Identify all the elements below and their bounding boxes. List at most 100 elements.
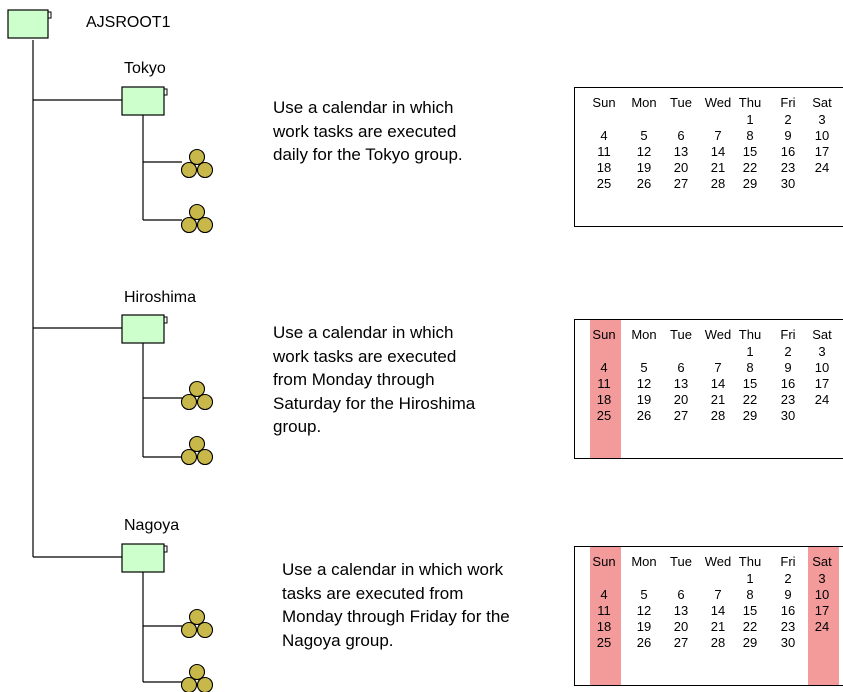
description-hiroshima: Use a calendar in which work tasks are e… — [273, 323, 476, 436]
calendar-day: 23 — [780, 619, 796, 634]
calendar-day: 16 — [780, 603, 796, 618]
jobnet-group-icon[interactable] — [121, 314, 168, 344]
calendar-day: 12 — [636, 603, 652, 618]
calendar-day: 28 — [710, 176, 726, 191]
weekday-header: Fri — [780, 554, 796, 569]
calendar-day: 30 — [780, 408, 796, 423]
group-label-nagoya: Nagoya — [124, 517, 180, 534]
calendar-day: 30 — [780, 176, 796, 191]
job-circles-icon[interactable] — [180, 608, 214, 639]
calendar-day: 25 — [596, 635, 612, 650]
calendar-day: 2 — [784, 112, 792, 127]
calendar-day: 13 — [673, 144, 689, 159]
jobnet-group-icon[interactable] — [121, 86, 168, 116]
calendar-day: 21 — [710, 392, 726, 407]
calendar-day: 3 — [818, 571, 826, 586]
weekday-header: Wed — [704, 554, 732, 569]
weekday-header: Thu — [738, 327, 762, 342]
description-tokyo: Use a calendar in which work tasks are e… — [273, 98, 463, 164]
calendar-day: 7 — [714, 360, 722, 375]
calendar-day: 14 — [710, 376, 726, 391]
calendar-day: 1 — [746, 112, 754, 127]
calendar-day: 3 — [818, 112, 826, 127]
calendar-day: 17 — [814, 376, 830, 391]
calendar-day: 29 — [742, 408, 758, 423]
calendar-day: 14 — [710, 144, 726, 159]
calendar-day: 4 — [600, 128, 608, 143]
weekday-header: Mon — [631, 554, 657, 569]
calendar-day: 19 — [636, 392, 652, 407]
calendar-day: 17 — [814, 603, 830, 618]
calendar-day: 11 — [597, 144, 611, 159]
job-circles-icon[interactable] — [180, 435, 214, 466]
calendar-day: 13 — [673, 603, 689, 618]
calendar-day: 18 — [596, 392, 612, 407]
jobnet-group-icon[interactable] — [121, 543, 168, 573]
calendar-day: 20 — [673, 160, 689, 175]
calendar-day: 29 — [742, 635, 758, 650]
jobnet-group-icon[interactable] — [7, 9, 52, 39]
calendar-day: 5 — [640, 360, 648, 375]
calendar-day: 5 — [640, 128, 648, 143]
calendar-day: 18 — [596, 619, 612, 634]
calendar-day: 10 — [814, 360, 830, 375]
calendar-day: 7 — [714, 587, 722, 602]
weekday-header: Sun — [592, 95, 616, 110]
closed-day-highlight — [590, 320, 621, 458]
calendar-day: 24 — [814, 392, 830, 407]
calendar-day: 25 — [596, 176, 612, 191]
calendar-day: 12 — [636, 376, 652, 391]
calendar-day: 7 — [714, 128, 722, 143]
calendar-day: 2 — [784, 344, 792, 359]
weekday-header: Tue — [670, 95, 692, 110]
calendar-day: 1 — [746, 344, 754, 359]
calendar-day: 26 — [636, 635, 652, 650]
calendar-day: 28 — [710, 408, 726, 423]
calendar-day: 22 — [742, 160, 758, 175]
weekday-header: Fri — [780, 327, 796, 342]
root-label: AJSROOT1 — [86, 14, 171, 31]
description-nagoya: Use a calendar in which work tasks are e… — [282, 560, 510, 650]
calendar-day: 24 — [814, 619, 830, 634]
calendar-day: 2 — [784, 571, 792, 586]
calendar-day: 3 — [818, 344, 826, 359]
group-label-hiroshima: Hiroshima — [124, 289, 197, 306]
calendar-day: 27 — [673, 635, 689, 650]
calendar-day: 27 — [673, 408, 689, 423]
calendar-day: 23 — [780, 160, 796, 175]
calendar-day: 21 — [710, 160, 726, 175]
job-circles-icon[interactable] — [180, 148, 214, 179]
group-label-tokyo: Tokyo — [124, 60, 166, 77]
calendar-day: 15 — [742, 603, 758, 618]
calendar-day: 26 — [636, 176, 652, 191]
calendar-day: 6 — [677, 587, 685, 602]
calendar-day: 6 — [677, 128, 685, 143]
calendar-day: 26 — [636, 408, 652, 423]
calendar-day: 16 — [780, 144, 796, 159]
job-circles-icon[interactable] — [180, 203, 214, 234]
weekday-header: Mon — [631, 327, 657, 342]
calendar-day: 6 — [677, 360, 685, 375]
calendar-day: 9 — [784, 128, 792, 143]
calendar-day: 17 — [814, 144, 830, 159]
job-circles-icon[interactable] — [180, 663, 214, 692]
calendar-day: 8 — [746, 360, 754, 375]
calendar-day: 21 — [710, 619, 726, 634]
weekday-header: Wed — [704, 327, 732, 342]
calendar-day: 13 — [673, 376, 689, 391]
calendar-day: 11 — [597, 376, 611, 391]
calendar-day: 10 — [814, 128, 830, 143]
job-circles-icon[interactable] — [180, 380, 214, 411]
calendar-day: 8 — [746, 128, 754, 143]
weekday-header: Thu — [738, 554, 762, 569]
calendar-day: 5 — [640, 587, 648, 602]
calendar-day: 1 — [746, 571, 754, 586]
calendar-day: 29 — [742, 176, 758, 191]
calendar-day: 18 — [596, 160, 612, 175]
calendar-day: 4 — [600, 587, 608, 602]
calendar-day: 28 — [710, 635, 726, 650]
weekday-header: Sat — [812, 95, 832, 110]
